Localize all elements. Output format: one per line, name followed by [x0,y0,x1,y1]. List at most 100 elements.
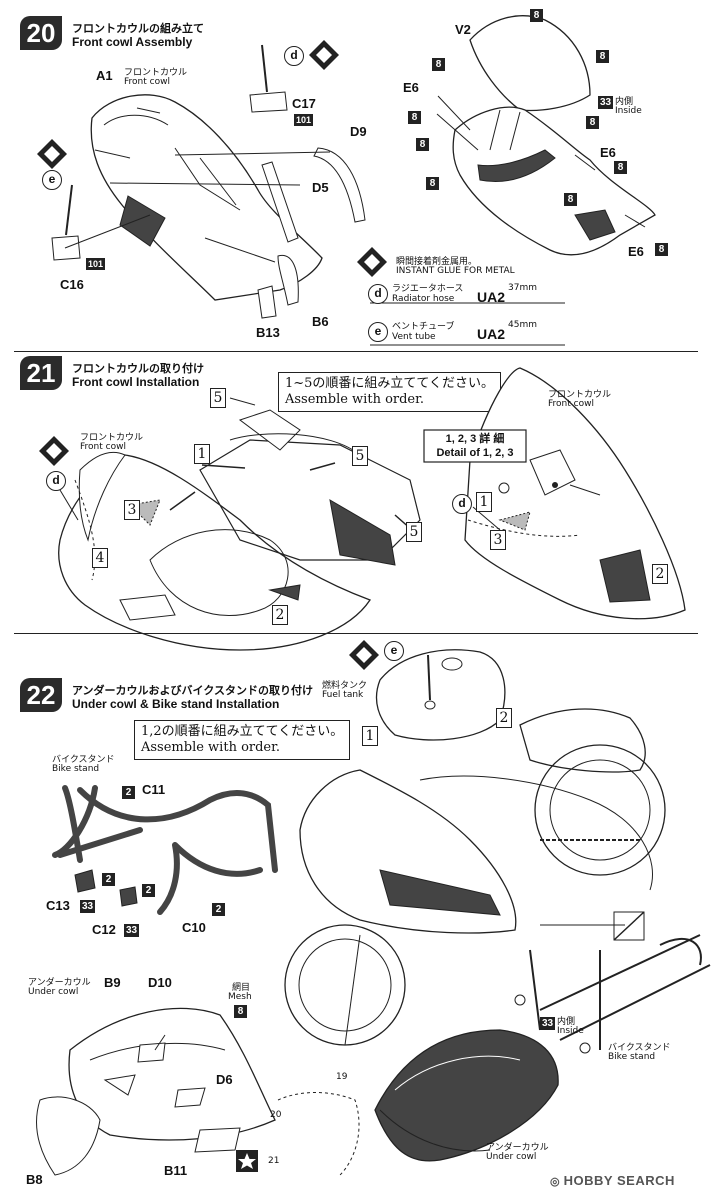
paint-8-badge: 8 [234,1005,247,1018]
legend-e-length: 45mm [508,320,537,330]
legend-d-ja: ラジエータホース [392,284,464,294]
inside-label-en: Inside [557,1026,584,1036]
part-b8-label: B8 [26,1172,43,1187]
paint-2-badge: 2 [122,786,135,799]
order-num-1: 1 [476,492,492,512]
legend-d-circle: d [368,284,388,304]
part-d5-label: D5 [312,180,329,195]
order-num-3: 3 [124,500,140,520]
note-en: Assemble with order. [285,392,425,407]
front-cowl-label-ja: フロントカウル [80,433,144,443]
step-21-title-ja: フロントカウルの取り付け [72,362,204,375]
detail-ja: 1, 2, 3 詳 細 [445,433,505,445]
order-num-5: 5 [352,446,368,466]
order-num-2: 2 [272,605,288,625]
order-num-2: 2 [496,708,512,728]
watermark-logo-icon: ◎ [550,1176,564,1188]
under-cowl-label-en: Under cowl [486,1152,537,1162]
order-num-5: 5 [406,522,422,542]
paint-33-badge: 33 [540,1017,555,1030]
legend-e-en: Vent tube [392,332,436,342]
part-e6-label-3: E6 [628,244,644,259]
part-c11-label: C11 [142,782,166,797]
paint-8-badge: 8 [586,116,599,129]
paint-8-badge: 8 [416,138,429,151]
part-v2-label: V2 [455,22,471,37]
paint-8-badge: 8 [530,9,543,22]
legend-glue-ja: 瞬間接着剤金属用。 [396,257,478,267]
section-divider [14,351,698,352]
inside-label-en: Inside [615,106,642,116]
fuel-tank-label-en: Fuel tank [322,690,364,700]
note-ja: 1~5の順番に組み立ててください。 [285,376,495,391]
bike-stand-label-ja: バイクスタンド [52,755,115,765]
bike-stand-label-ja: バイクスタンド [608,1043,671,1053]
legend-d-en: Radiator hose [392,294,455,304]
watermark-text: HOBBY SEARCH [563,1173,675,1188]
part-b11-label: B11 [164,1163,188,1178]
paint-33-badge: 33 [80,900,95,913]
part-e6-label-2: E6 [600,145,616,160]
front-cowl-label-en: Front cowl [548,399,594,409]
paint-101-badge-2: 101 [86,258,105,270]
paint-8-badge: 8 [614,161,627,174]
part-d-circle: d [452,494,472,514]
paint-33-badge: 33 [124,924,139,937]
order-num-4: 4 [92,548,108,568]
order-num-1: 1 [194,444,210,464]
part-d9-label: D9 [350,124,367,139]
decal-20-label: 20 [270,1110,282,1120]
part-c16-label: C16 [60,277,84,292]
part-e-circle: e [42,170,62,190]
mesh-label-ja: 網目 [232,983,251,993]
part-e6-label: E6 [403,80,419,95]
front-cowl-label-en: Front cowl [80,442,126,452]
part-c12-label: C12 [92,922,116,937]
paint-8-badge: 8 [655,243,668,256]
step-21-number: 21 [20,356,62,390]
step-22-title-en: Under cowl & Bike stand Installation [72,697,280,711]
mesh-label-en: Mesh [228,992,252,1002]
part-d-circle: d [46,471,66,491]
step-20-title-en: Front cowl Assembly [72,35,193,49]
order-num-2: 2 [652,564,668,584]
part-d10-label: D10 [148,975,172,990]
note-ja: 1,2の順番に組み立ててください。 [141,724,344,739]
legend-d-length: 37mm [508,283,537,293]
inside-label-ja: 内側 [557,1017,576,1027]
part-c13-label: C13 [46,898,70,913]
step-20-number: 20 [20,16,62,50]
legend-d-part: UA2 [477,289,506,305]
paint-2-badge: 2 [142,884,155,897]
note-en: Assemble with order. [141,740,281,755]
legend-e-circle: e [368,322,388,342]
paint-2-badge: 2 [102,873,115,886]
under-cowl-label-ja: アンダーカウル [486,1143,549,1153]
order-num-5: 5 [210,388,226,408]
step-22-title-ja: アンダーカウルおよびバイクスタンドの取り付け [72,684,314,697]
paint-2-badge: 2 [212,903,225,916]
part-c10-label: C10 [182,920,206,935]
step-20-title-ja: フロントカウルの組み立て [72,22,204,35]
paint-8-badge: 8 [432,58,445,71]
part-b13-label: B13 [256,325,280,340]
paint-8-badge: 8 [426,177,439,190]
inside-label-ja: 内側 [615,97,634,107]
step-22-number: 22 [20,678,62,712]
legend-e-part: UA2 [477,326,506,342]
paint-33-badge: 33 [598,96,613,109]
bike-stand-label-en: Bike stand [52,764,100,774]
legend-glue-en: INSTANT GLUE FOR METAL [396,266,515,276]
decal-21-label: 21 [268,1156,280,1166]
under-cowl-label-en: Under cowl [28,987,79,997]
paint-8-badge: 8 [596,50,609,63]
part-a1-label: A1 [96,68,113,83]
paint-8-badge: 8 [564,193,577,206]
